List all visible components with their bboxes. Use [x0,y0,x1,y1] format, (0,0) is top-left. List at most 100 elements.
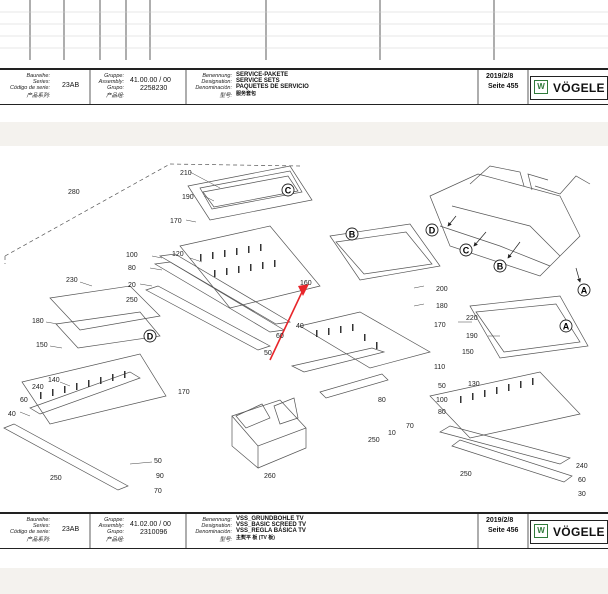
callout-150: 150 [36,342,48,349]
callout-70: 70 [154,488,162,495]
callout-190: 190 [182,194,194,201]
series-label-de: Baureihe: [26,517,50,523]
sheet-date: 2019/2/8 [486,73,514,80]
callout-150: 150 [462,349,474,356]
base-plate-d [21,353,167,425]
designation-es: PAQUETES DE SERVICIO [236,84,309,90]
callout-180: 180 [32,318,44,325]
series-label-en: Series: [32,79,50,85]
assembly-value: 41.02.00 / 00 [130,521,171,528]
page-number: Seite 455 [488,83,519,90]
bar-120 [158,253,292,325]
assembly-label-en: Assembly: [98,79,124,85]
series-label-es: Código de serie: [9,85,50,91]
screed-plate-250d [451,439,573,483]
callout-numbers: 280 210 190 170 100 80 120 20 250 160 20… [8,170,588,498]
callout-170: 170 [434,322,446,329]
callout-60: 60 [578,477,586,484]
callout-20: 20 [128,282,136,289]
callout-50: 50 [154,458,162,465]
title-block-top: Baureihe: Series: Código de serie: 产品系列:… [0,70,608,110]
callout-60: 60 [20,397,28,404]
title-block-top-border [0,68,608,70]
voegele-w-icon: W [534,80,548,94]
svg-text:D: D [147,332,154,342]
designation-de: VSS_GRUNDBOHLE TV [236,516,304,522]
paver-overview [429,173,581,277]
highlight-arrow [269,284,309,361]
svg-text:A: A [563,322,570,332]
assembly-value: 41.00.00 / 00 [130,77,171,84]
marker-c-overview: C [459,243,473,257]
callout-140: 140 [48,377,60,384]
title-block-bottom-bottom [0,548,608,549]
assembly-number: 2310096 [140,529,168,536]
series-value: 23AB [62,526,80,533]
callout-80: 80 [378,397,386,404]
designation-en: VSS_BASIC SCREED TV [236,522,307,528]
designation-label-de: Benennung: [202,517,232,523]
marker-c-top: C [281,183,295,197]
callout-70: 70 [406,423,414,430]
designation-label-cn: 型号: [219,93,232,99]
plate-b [329,223,441,281]
svg-text:B: B [497,262,504,272]
assembly-label-de: Gruppe: [104,517,124,523]
callout-170: 170 [178,389,190,396]
drawing-svg: C B D A D C B A 280 210 190 170 100 80 1… [3,163,591,498]
designation-label-es: Denominación: [195,85,232,91]
series-label-de: Baureihe: [26,73,50,79]
assembly-number: 2258230 [140,85,168,92]
assembly-label-en: Assembly: [98,523,124,529]
callout-210: 210 [180,170,192,177]
designation-es: VSS_REGLA BÁSICA TV [236,528,306,534]
assembly-label-es: Grupo: [107,85,124,91]
marker-a-right: A [559,319,573,333]
callout-90: 90 [156,473,164,480]
designation-label-de: Benennung: [202,73,232,79]
callout-10: 10 [388,430,396,437]
callout-110: 110 [434,364,445,371]
dashed-outline [4,163,301,257]
marker-b-top: B [345,227,359,241]
marker-a-overview: A [577,283,591,297]
svg-text:D: D [429,226,436,236]
callout-60: 60 [276,333,284,340]
title-block-bottom-border [0,512,608,514]
svg-text:C: C [463,246,470,256]
voegele-w-icon: W [534,524,548,538]
callout-180: 180 [436,303,448,310]
callout-160: 160 [300,280,312,287]
marker-d-overview: D [425,223,439,237]
assembly-label-cn: 产品组: [105,93,124,99]
assembly-label-es: Grupo: [107,529,124,535]
designation-label-cn: 型号: [219,537,232,543]
callout-80: 80 [128,265,136,272]
callout-240: 240 [576,463,588,470]
leader-lines [19,171,500,465]
assembly-label-de: Gruppe: [104,73,124,79]
svg-text:C: C [285,186,292,196]
callout-200: 200 [436,286,448,293]
callout-40: 40 [8,411,16,418]
sheet-date: 2019/2/8 [486,517,514,524]
title-block-dividers [89,70,529,104]
designation-label-en: Designation: [201,523,232,529]
series-value: 23AB [62,82,80,89]
callout-30: 30 [578,491,586,498]
callout-220: 220 [466,315,478,322]
screed-plate-250b [3,423,129,491]
callout-40: 40 [296,323,304,330]
callout-250: 250 [368,437,380,444]
series-label-en: Series: [32,523,50,529]
series-label-es: Código de serie: [9,529,50,535]
callout-100: 100 [436,397,448,404]
callout-250: 250 [460,471,472,478]
voegele-logo: W VÖGELE [530,520,608,544]
section-markers: C B D A D C B A [143,183,591,343]
series-label-cn: 产品系列: [26,93,50,99]
title-block-dividers-bottom [89,514,529,548]
service-box-260 [231,399,307,447]
callout-190: 190 [466,333,478,340]
stud-rows [40,244,534,403]
